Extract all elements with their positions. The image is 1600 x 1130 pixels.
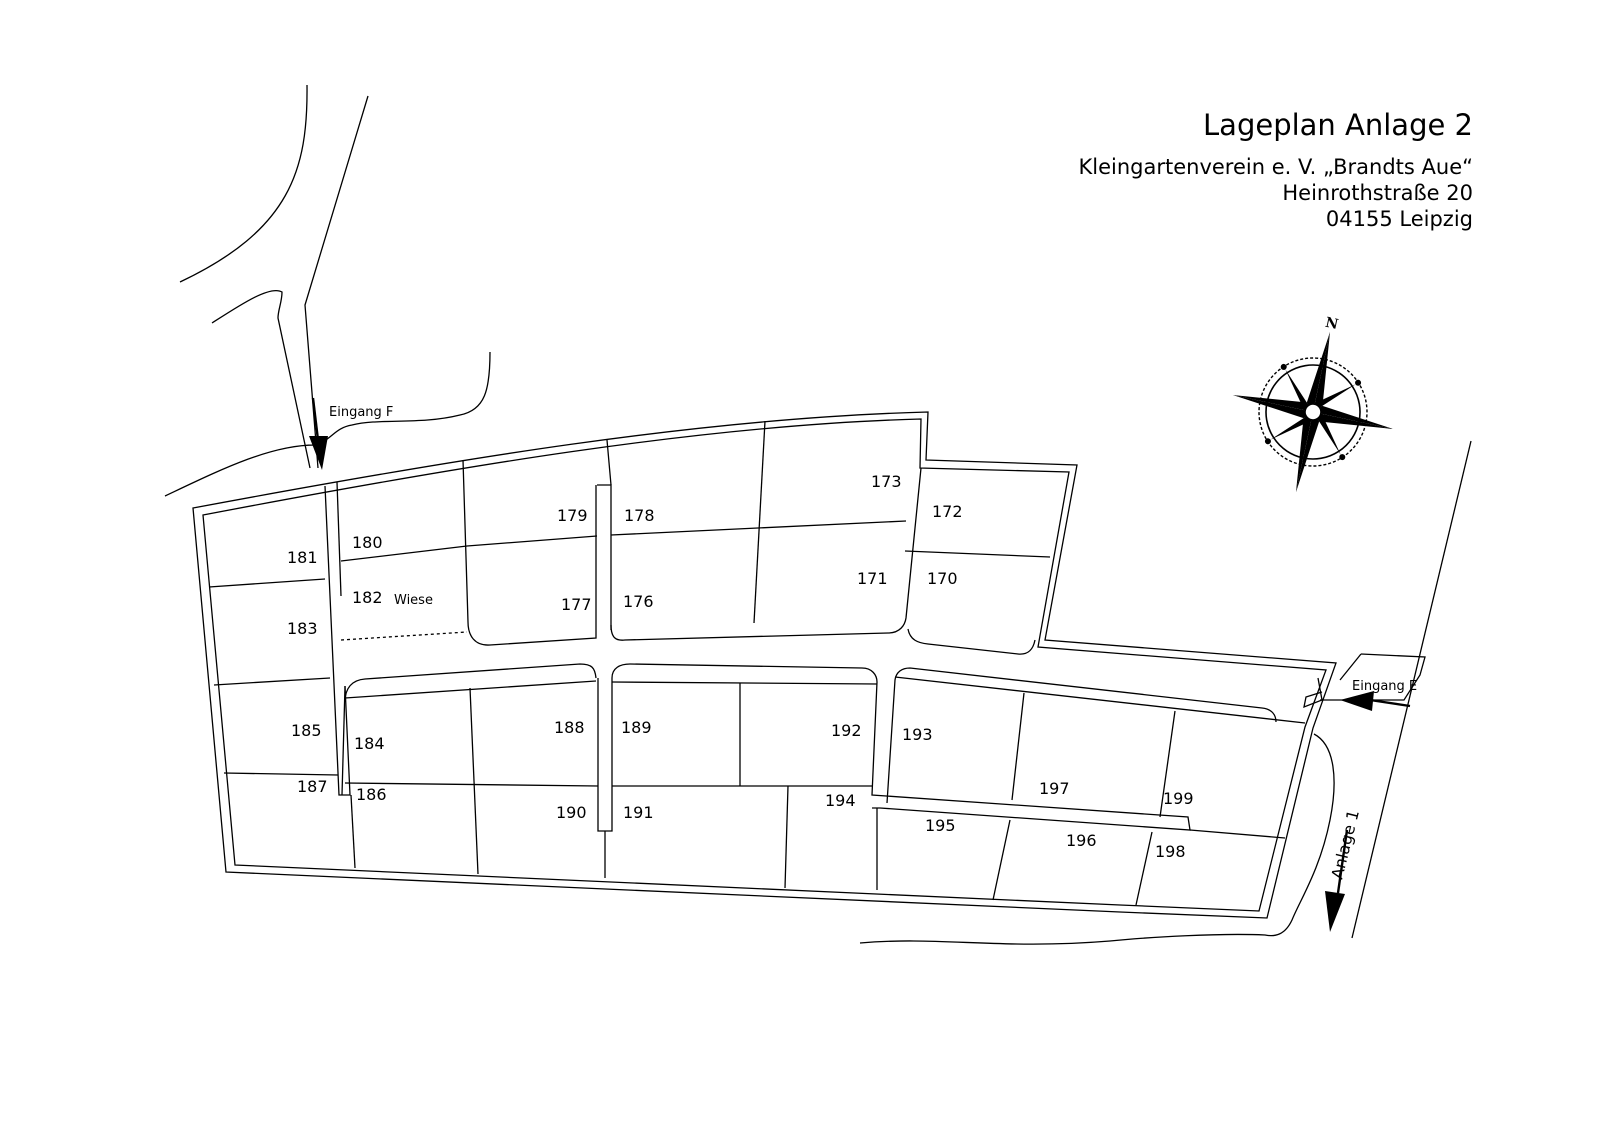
plot-number: 172 xyxy=(932,502,963,521)
club-name: Kleingartenverein e. V. „Brandts Aue“ xyxy=(1078,155,1473,180)
plot-number: 198 xyxy=(1155,842,1186,861)
plot-number: 195 xyxy=(925,816,956,835)
garden-boundary xyxy=(192,411,1337,919)
plot-number: 188 xyxy=(554,718,585,737)
plot-number: 189 xyxy=(621,718,652,737)
plot-number: 179 xyxy=(557,506,588,525)
plot-number: 173 xyxy=(871,472,902,491)
entrance-e-label: Eingang E xyxy=(1352,679,1417,694)
arrow-icon xyxy=(1340,691,1411,711)
plot-number: 187 xyxy=(297,777,328,796)
plot-number: 199 xyxy=(1163,789,1194,808)
map-title: Lageplan Anlage 2 xyxy=(1203,108,1473,142)
meadow-label: Wiese xyxy=(394,593,433,608)
plot-number: 184 xyxy=(354,734,385,753)
plot-number: 186 xyxy=(356,785,387,804)
plot-number: 197 xyxy=(1039,779,1070,798)
plot-numbers: 170 171 172 173 176 177 178 179 180 181 … xyxy=(287,472,1194,861)
plot-dividers xyxy=(208,420,1306,906)
compass-north-label: N xyxy=(1324,315,1340,333)
plot-number: 194 xyxy=(825,791,856,810)
plot-number: 170 xyxy=(927,569,958,588)
plot-number: 196 xyxy=(1066,831,1097,850)
anlage-1-label: Anlage 1 xyxy=(1327,808,1363,881)
plot-number: 171 xyxy=(857,569,888,588)
plot-number: 193 xyxy=(902,725,933,744)
plot-number: 191 xyxy=(623,803,654,822)
title-block: Lageplan Anlage 2 Kleingartenverein e. V… xyxy=(1078,108,1473,232)
plot-number: 183 xyxy=(287,619,318,638)
plot-number: 178 xyxy=(624,506,655,525)
entrance-f-label: Eingang F xyxy=(329,405,393,420)
plot-number: 185 xyxy=(291,721,322,740)
plot-number: 181 xyxy=(287,548,318,567)
plot-number: 182 xyxy=(352,588,383,607)
arrow-icon xyxy=(309,397,328,470)
city-address: 04155 Leipzig xyxy=(1325,206,1473,231)
surrounding-roads xyxy=(164,84,1472,945)
plot-number: 176 xyxy=(623,592,654,611)
plot-number: 177 xyxy=(561,595,592,614)
plot-number: 190 xyxy=(556,803,587,822)
compass-rose-icon: N xyxy=(1232,315,1394,493)
plot-number: 180 xyxy=(352,533,383,552)
plot-number: 192 xyxy=(831,721,862,740)
street-address: Heinrothstraße 20 xyxy=(1282,180,1473,205)
arrow-icon xyxy=(1325,829,1349,932)
